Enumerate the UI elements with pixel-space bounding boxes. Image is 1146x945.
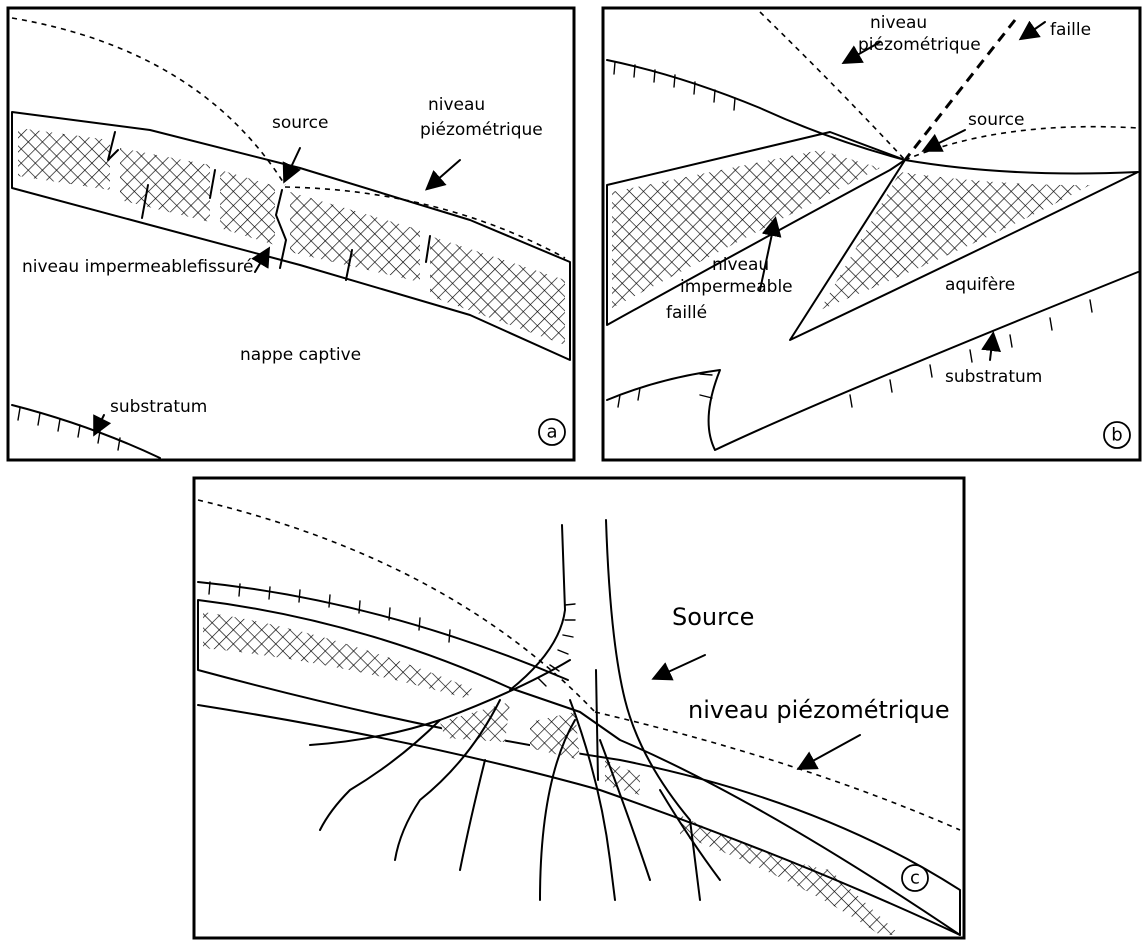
- panel-a-tag: a: [546, 422, 557, 443]
- panel-c: Source niveau piézométrique c: [194, 478, 964, 938]
- fissure: [210, 170, 215, 198]
- fissure: [276, 190, 286, 268]
- faille-arrow: [1022, 22, 1045, 38]
- label-faille-top: faille: [1050, 20, 1091, 40]
- fissure: [426, 236, 430, 262]
- source-arrow: [655, 655, 705, 678]
- hatch-region: [203, 612, 475, 698]
- hatch-region: [220, 170, 275, 245]
- fissure-network: [310, 660, 720, 900]
- top-surface: [607, 60, 905, 160]
- panel-c-tag: c: [910, 868, 920, 889]
- label-niveau-imp-1: niveau: [712, 255, 769, 275]
- piezo-arrow: [428, 160, 460, 188]
- label-nappe-captive: nappe captive: [240, 345, 361, 365]
- label-niveau-imp-3: faillé: [666, 303, 707, 323]
- piezometric-line-right: [595, 712, 960, 830]
- hatch-region: [18, 128, 110, 190]
- hatch-region: [530, 712, 580, 760]
- substratum-arrow: [990, 335, 993, 360]
- label-piezometrique: piézométrique: [858, 35, 981, 55]
- label-niveau: niveau: [428, 95, 485, 115]
- label-aquifere: aquifère: [945, 275, 1015, 295]
- label-niveau: niveau: [870, 13, 927, 33]
- label-source: source: [968, 110, 1024, 130]
- panel-b: niveau piézométrique faille source nivea…: [603, 8, 1140, 460]
- label-substratum: substratum: [110, 397, 207, 417]
- label-niveau-impermeable: niveau impermeablefissuré: [22, 257, 254, 277]
- label-substratum: substratum: [945, 367, 1042, 387]
- source-arrow: [925, 130, 965, 150]
- substratum-line: [607, 272, 1138, 450]
- substratum-arrow: [95, 415, 104, 433]
- top-surface-ticks: [614, 62, 735, 110]
- label-piezometrique: piézométrique: [420, 120, 543, 140]
- label-niveau-imp-2: impermeable: [680, 277, 793, 297]
- panel-b-tag: b: [1111, 425, 1122, 446]
- panel-a: source niveau piézométrique niveau imper…: [8, 8, 574, 460]
- piezo-arrow: [800, 735, 860, 768]
- hatch-region: [440, 702, 510, 742]
- valley-wall-right: [606, 520, 700, 900]
- label-source: Source: [672, 603, 754, 631]
- label-source: source: [272, 113, 328, 133]
- valley-wall-left: [510, 525, 565, 690]
- hatch-region: [120, 148, 210, 222]
- label-niveau-piezometrique: niveau piézométrique: [688, 696, 950, 724]
